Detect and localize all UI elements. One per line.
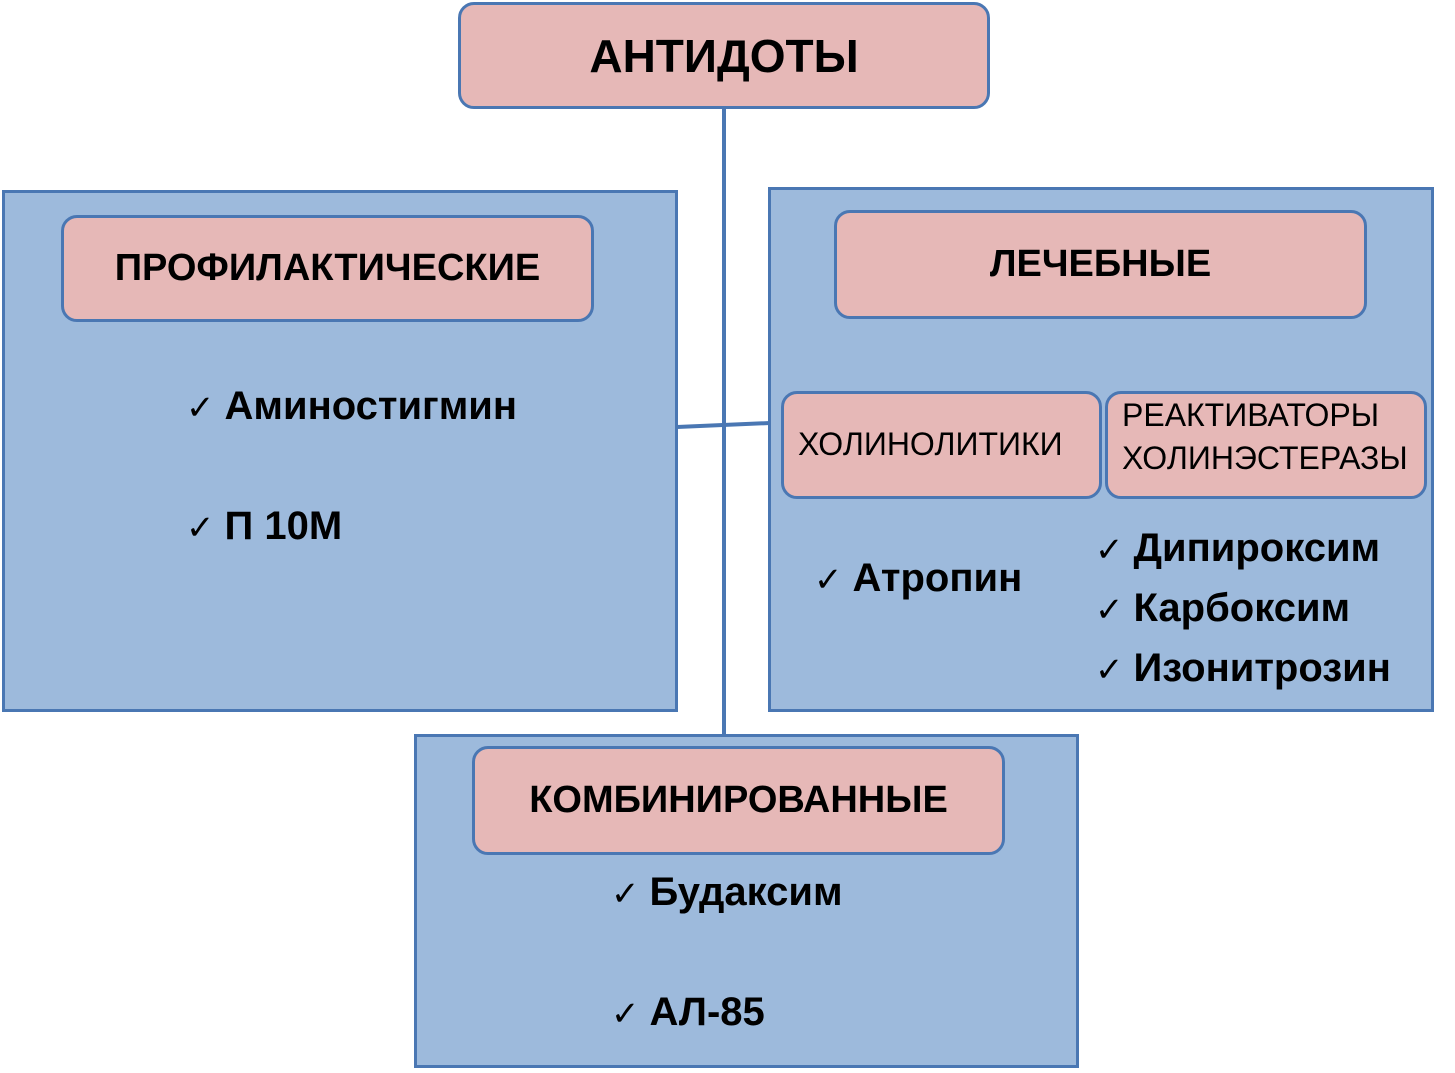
list-item: ✓Изонитрозин — [1095, 646, 1391, 690]
list-item: ✓Будаксим — [611, 870, 843, 914]
prophylactic-label: ПРОФИЛАКТИЧЕСКИЕ — [114, 247, 541, 289]
therapeutic-label: ЛЕЧЕБНЫЕ — [989, 243, 1212, 285]
check-icon: ✓ — [1095, 651, 1124, 689]
cholinolytics-label: ХОЛИНОЛИТИКИ — [798, 426, 1063, 463]
root-label: АНТИДОТЫ — [589, 29, 859, 82]
therapeutic-node: ЛЕЧЕБНЫЕ — [834, 210, 1367, 319]
list-item: ✓П 10М — [186, 504, 343, 548]
check-icon: ✓ — [186, 509, 215, 547]
list-item: ✓Дипироксим — [1095, 526, 1381, 570]
combined-node: КОМБИНИРОВАННЫЕ — [472, 746, 1005, 855]
check-icon: ✓ — [611, 995, 640, 1033]
check-icon: ✓ — [1095, 531, 1124, 569]
list-item: ✓АЛ-85 — [611, 990, 765, 1034]
combined-label: КОМБИНИРОВАННЫЕ — [529, 779, 948, 821]
branch-connector — [676, 421, 771, 429]
reactivators-label-line1: РЕАКТИВАТОРЫ — [1122, 397, 1380, 433]
check-icon: ✓ — [1095, 591, 1124, 629]
list-item: ✓Аминостигмин — [186, 384, 518, 428]
cholinolytics-node: ХОЛИНОЛИТИКИ — [781, 391, 1102, 499]
list-item: ✓Карбоксим — [1095, 586, 1351, 630]
prophylactic-node: ПРОФИЛАКТИЧЕСКИЕ — [61, 215, 594, 322]
list-item: ✓Атропин — [814, 556, 1023, 600]
root-node: АНТИДОТЫ — [458, 2, 990, 109]
check-icon: ✓ — [186, 389, 215, 427]
check-icon: ✓ — [611, 875, 640, 913]
reactivators-label-line2: ХОЛИНЭСТЕРАЗЫ — [1122, 440, 1408, 477]
check-icon: ✓ — [814, 561, 843, 599]
reactivators-node: РЕАКТИВАТОРЫ ХОЛИНЭСТЕРАЗЫ — [1105, 391, 1427, 499]
